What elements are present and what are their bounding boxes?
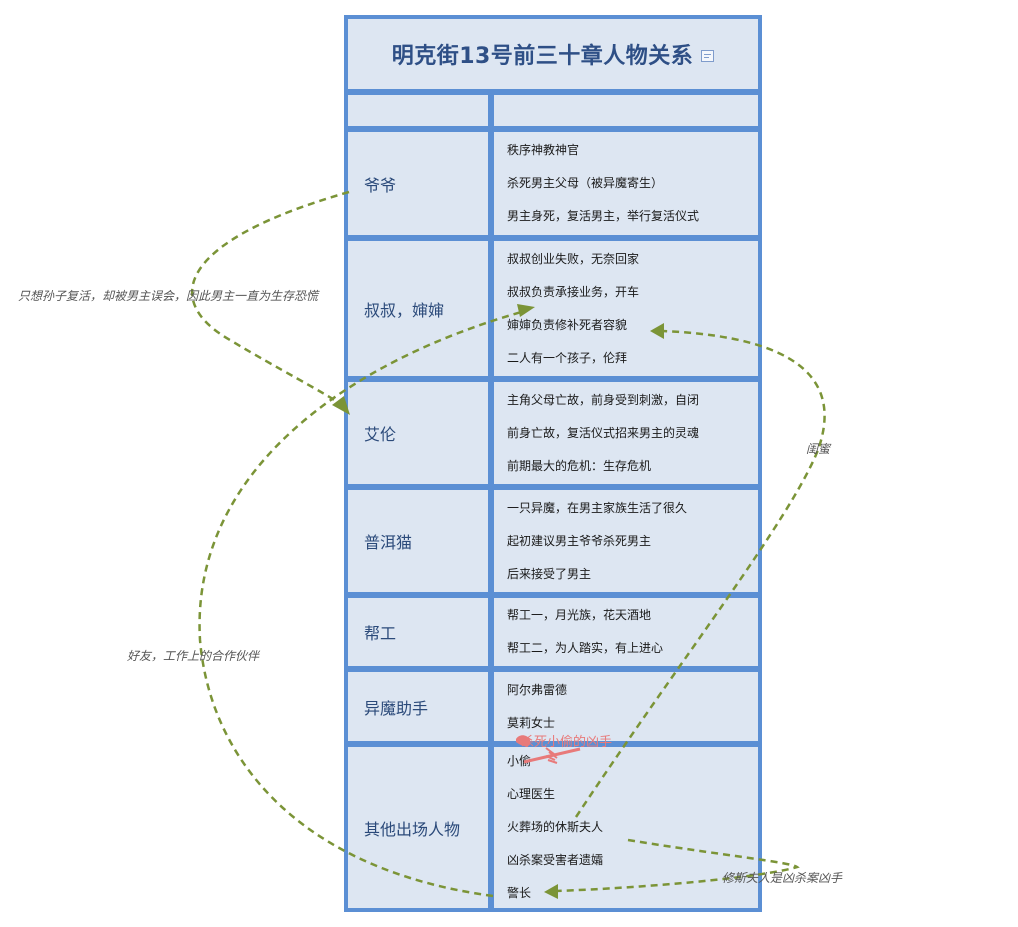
name-cell: 艾伦: [348, 382, 488, 484]
name-cell: 叔叔，婶婶: [348, 241, 488, 376]
description-cell: 主角父母亡故，前身受到刺激，自闭 前身亡故，复活仪式招来男主的灵魂 前期最大的危…: [494, 382, 758, 484]
name-cell: 普洱猫: [348, 490, 488, 592]
name-cell: 异魔助手: [348, 672, 488, 741]
description-line: 心理医生: [507, 787, 556, 801]
thief-killer-arrow: [516, 735, 581, 764]
name-cell: 帮工: [348, 598, 488, 666]
description-cell: 秩序神教神官 杀死男主父母（被异魔寄生） 男主身死，复活男主，举行复活仪式: [494, 132, 758, 235]
description-line: 起初建议男主爷爷杀死男主: [507, 533, 652, 548]
description-cell: 帮工一，月光族，花天酒地 帮工二，为人踏实，有上进心: [494, 598, 758, 666]
thief-killer-label: 杀死小偷的凶手: [521, 735, 613, 750]
diagram-title: 明克街13号前三十章人物关系: [391, 44, 694, 69]
arrowhead-aunt: [650, 323, 664, 339]
hughes-to-aunt-arrow: [574, 329, 826, 818]
arrowhead-allen: [332, 396, 350, 415]
description-line: 杀死男主父母（被异魔寄生）: [507, 176, 664, 190]
description-line: 阿尔弗雷德: [507, 682, 568, 697]
character-name: 叔叔，婶婶: [364, 300, 445, 320]
description-cell: 一只异魔，在男主家族生活了很久 起初建议男主爷爷杀死男主 后来接受了男主: [494, 490, 758, 592]
description-line: 二人有一个孩子，伦拜: [507, 350, 628, 365]
arrowhead-police: [544, 884, 558, 899]
description-line: 前身亡故，复活仪式招来男主的灵魂: [507, 425, 700, 440]
description-line: 叔叔负责承接业务，开车: [507, 284, 640, 299]
description-line: 警长: [507, 886, 532, 900]
description-line: 火葬场的休斯夫人: [507, 820, 604, 834]
description-line: 帮工一，月光族，花天酒地: [507, 608, 652, 622]
description-line: 莫莉女士: [507, 715, 556, 730]
friend-partner-relation-label: 好友，工作上的合作伙伴: [127, 649, 260, 663]
grandpa-to-allen-arrow: [190, 190, 350, 407]
character-name: 其他出场人物: [364, 819, 461, 839]
police-to-uncle-arrow: [198, 309, 526, 898]
arrowhead-uncle: [517, 304, 535, 317]
bestie-relation-label: 闺蜜: [806, 442, 831, 456]
name-cell: 爷爷: [348, 132, 488, 235]
description-line: 小偷: [507, 754, 532, 768]
description-line: 帮工二，为人踏实，有上进心: [507, 641, 664, 655]
description-line: 婶婶负责修补死者容貌: [507, 317, 628, 332]
description-line: 后来接受了男主: [507, 566, 592, 581]
description-line: 叔叔创业失败，无奈回家: [507, 251, 640, 266]
table-note-icon[interactable]: [701, 50, 715, 62]
character-name: 艾伦: [364, 425, 397, 444]
murderer-relation-label: 修斯夫人是凶杀案凶手: [722, 871, 843, 885]
description-cell: [494, 95, 758, 126]
character-name: 异魔助手: [364, 698, 429, 718]
description-cell: 阿尔弗雷德 莫莉女士: [494, 672, 758, 741]
description-cell: 叔叔创业失败，无奈回家 叔叔负责承接业务，开车 婶婶负责修补死者容貌 二人有一个…: [494, 241, 758, 376]
character-name: 普洱猫: [364, 533, 413, 552]
character-name: 爷爷: [364, 175, 397, 195]
description-line: 前期最大的危机：生存危机: [507, 458, 652, 473]
description-line: 一只异魔，在男主家族生活了很久: [507, 500, 688, 515]
description-line: 凶杀案受害者遗孀: [507, 853, 604, 867]
title-cell: 明克街13号前三十章人物关系: [348, 19, 758, 89]
character-name: 帮工: [364, 624, 397, 643]
name-cell: [348, 95, 488, 126]
grandpa-allen-relation-label: 只想孙子复活，却被男主误会，因此男主一直为生存恐慌: [18, 289, 319, 303]
description-line: 秩序神教神官: [507, 143, 580, 157]
description-line: 男主身死，复活男主，举行复活仪式: [507, 209, 700, 223]
description-line: 主角父母亡故，前身受到刺激，自闭: [507, 392, 700, 407]
hughes-to-police-arrow: [555, 838, 800, 893]
